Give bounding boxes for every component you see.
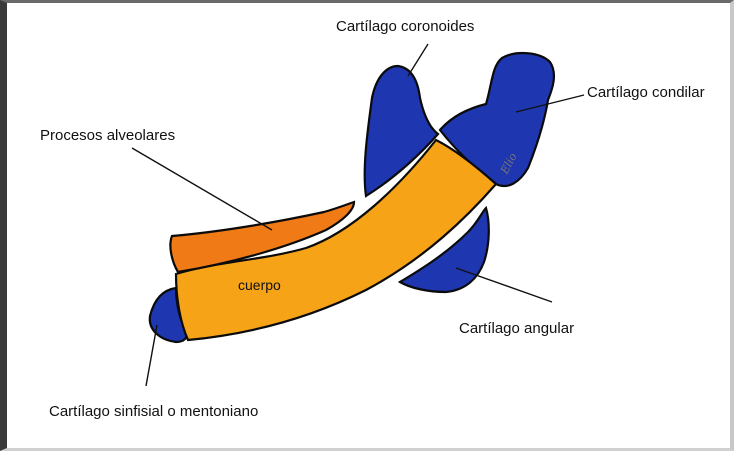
- label-coronoid-cartilage: Cartílago coronoides: [336, 18, 474, 36]
- label-symphyseal-cartilage: Cartílago sinfisial o mentoniano: [49, 403, 258, 421]
- pointer-coronoides: [408, 44, 428, 76]
- label-body: cuerpo: [238, 276, 281, 294]
- pointer-sinfisial: [146, 325, 157, 386]
- label-condylar-cartilage: Cartílago condilar: [587, 84, 705, 102]
- pointer-angular: [456, 268, 552, 302]
- label-alveolar-processes: Procesos alveolares: [40, 127, 175, 145]
- pointer-alveolares: [132, 148, 272, 230]
- label-angular-cartilage: Cartílago angular: [459, 320, 574, 338]
